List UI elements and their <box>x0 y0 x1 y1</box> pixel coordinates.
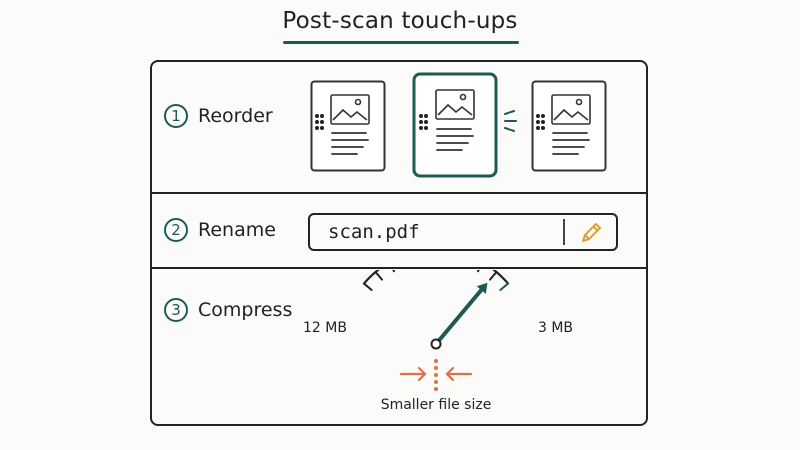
shrink-arrows-icon <box>399 359 473 391</box>
gauge-tick <box>477 270 480 273</box>
drag-handle-icon <box>315 114 324 130</box>
pencil-icon[interactable] <box>578 220 604 246</box>
gauge-from-label: 12 MB <box>303 320 347 336</box>
step-label-rename: Rename <box>198 219 276 241</box>
compress-caption: Smaller file size <box>380 397 492 413</box>
title-underline <box>283 41 519 44</box>
step-label-compress: Compress <box>198 299 293 321</box>
step-rename: 2 Rename <box>164 218 276 242</box>
page-card-1[interactable] <box>310 80 386 176</box>
compression-gauge <box>362 270 510 350</box>
gauge-to-label: 3 MB <box>538 320 574 336</box>
filename-value[interactable]: scan.pdf <box>328 221 420 243</box>
filename-separator <box>563 219 565 245</box>
gauge-tick <box>362 282 373 292</box>
gauge-tick <box>374 270 384 281</box>
gauge-needle-head <box>476 282 488 294</box>
image-icon <box>551 94 591 125</box>
drag-handle-icon <box>419 114 428 130</box>
step-number-3: 3 <box>164 298 188 322</box>
gauge-tick <box>499 282 510 292</box>
gauge-arc <box>362 270 510 285</box>
step-number-1: 1 <box>164 104 188 128</box>
image-icon <box>435 89 475 120</box>
step-compress: 3 Compress <box>164 298 292 322</box>
gauge-tick <box>392 270 395 273</box>
page-title: Post-scan touch-ups <box>282 8 518 34</box>
gauge-needle <box>434 288 484 346</box>
page-card-3[interactable] <box>531 80 607 176</box>
divider-1 <box>150 192 648 194</box>
drag-handle-icon <box>536 114 545 130</box>
motion-lines-icon <box>504 110 517 132</box>
gauge-tick <box>488 270 498 281</box>
page-card-2-selected[interactable] <box>412 72 498 182</box>
filename-field[interactable]: scan.pdf <box>308 213 618 251</box>
step-reorder: 1 Reorder <box>164 104 273 128</box>
step-number-2: 2 <box>164 218 188 242</box>
step-label-reorder: Reorder <box>198 105 273 127</box>
image-icon <box>330 94 370 125</box>
gauge-pivot <box>430 338 442 350</box>
divider-2 <box>150 267 648 269</box>
steps-panel <box>150 60 648 426</box>
